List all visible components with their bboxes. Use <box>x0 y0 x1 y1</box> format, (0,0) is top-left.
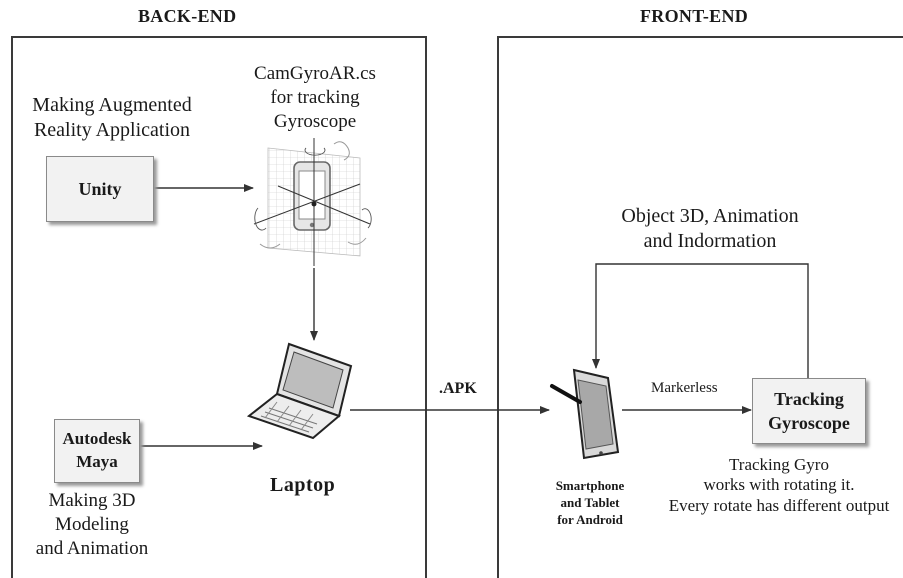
autodesk-label: Autodesk <box>62 429 132 449</box>
smartphone-label: Smartphone and Tablet for Android <box>555 478 625 527</box>
backend-panel <box>11 36 427 578</box>
object-info-label: Object 3D, Animation and Indormation <box>621 205 799 252</box>
tracking-description: Tracking Gyro works with rotating it. Ev… <box>668 455 890 515</box>
frontend-title: FRONT-END <box>640 6 749 26</box>
maya-label: Maya <box>76 452 118 471</box>
camgyro-label: CamGyroAR.cs for tracking Gyroscope <box>254 63 376 132</box>
backend-title: BACK-END <box>138 6 237 26</box>
autodesk-maya-box: Autodesk Maya <box>54 419 140 483</box>
feedback-loop-line <box>592 263 809 378</box>
markerless-label: Markerless <box>651 380 718 396</box>
making-3d-label: Making 3D Modeling and Animation <box>35 490 149 559</box>
gyroscope-label: Gyroscope <box>768 413 850 433</box>
tracking-gyroscope-box: Tracking Gyroscope <box>752 378 866 444</box>
unity-label: Unity <box>78 178 122 199</box>
frontend-panel <box>497 36 903 578</box>
apk-label: .APK <box>439 380 477 397</box>
unity-box: Unity <box>46 156 154 222</box>
gyroscope-phone-icon <box>253 138 372 266</box>
tracking-label: Tracking <box>774 388 844 409</box>
making-ar-label: Making Augmented Reality Application <box>32 94 192 141</box>
laptop-label: Laptop <box>270 474 336 496</box>
smartphone-icon <box>550 368 620 460</box>
laptop-icon <box>247 342 353 440</box>
